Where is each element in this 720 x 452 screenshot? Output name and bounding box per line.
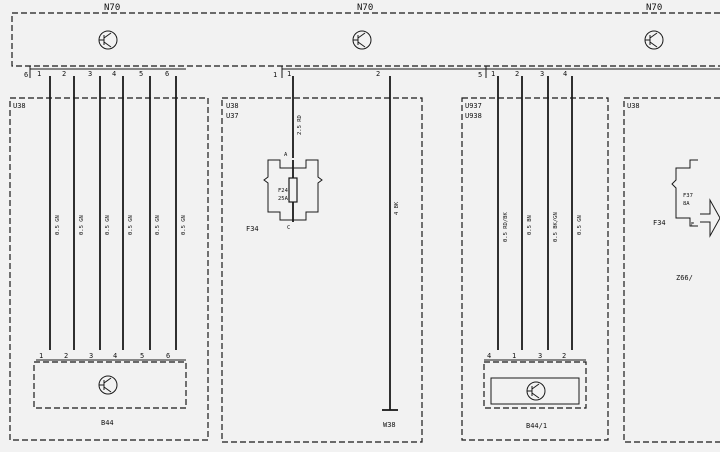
pin-label: 1 — [287, 70, 291, 78]
svg-text:5: 5 — [140, 352, 144, 360]
svg-text:0.5 BN: 0.5 BN — [527, 215, 533, 235]
transistor-icon — [352, 30, 372, 50]
arrow-right-icon — [700, 198, 720, 238]
component-b44-1-frame — [483, 361, 587, 409]
svg-text:6: 6 — [165, 70, 169, 78]
svg-text:25A: 25A — [278, 196, 289, 202]
svg-text:2: 2 — [562, 352, 566, 360]
wire-bundle-b44-1 — [497, 76, 573, 350]
svg-text:3: 3 — [538, 352, 542, 360]
svg-text:2: 2 — [515, 70, 519, 78]
svg-text:6: 6 — [166, 352, 170, 360]
panel-u38-right-frame — [623, 97, 720, 443]
svg-text:1: 1 — [512, 352, 516, 360]
svg-text:2: 2 — [62, 70, 66, 78]
n70-label-3: N70 — [646, 3, 662, 13]
transistor-icon — [644, 30, 664, 50]
svg-text:0.5 GN: 0.5 GN — [181, 215, 187, 235]
panel-id: U38 — [13, 102, 26, 110]
svg-text:0.5 GN: 0.5 GN — [155, 215, 161, 235]
svg-text:F24: F24 — [278, 188, 289, 194]
pin-labels-bottom-b44: 1 2 3 4 5 6 — [39, 352, 170, 360]
pin-labels-top-b44: 1 2 3 4 5 6 — [37, 70, 169, 78]
panel-u38-frame — [9, 97, 209, 441]
n70-label-1: N70 — [104, 3, 120, 13]
svg-text:0.5 BK/GN: 0.5 BK/GN — [553, 212, 559, 242]
svg-text:F37: F37 — [683, 193, 693, 199]
component-b44-1-body — [490, 377, 580, 405]
fuse-block-f37: F37 8A E F34 — [653, 159, 698, 228]
svg-text:1: 1 — [491, 70, 495, 78]
svg-text:0.5 GN: 0.5 GN — [105, 215, 111, 235]
svg-text:0.5 GN: 0.5 GN — [55, 215, 61, 235]
panel-u38-u37-frame — [221, 97, 423, 443]
connector-1: 1 — [273, 66, 720, 79]
svg-text:0.5 RD/BK: 0.5 RD/BK — [503, 212, 509, 242]
svg-text:8A: 8A — [683, 201, 690, 207]
connector-5: 5 — [478, 66, 487, 79]
svg-text:3: 3 — [540, 70, 544, 78]
svg-text:2: 2 — [64, 352, 68, 360]
panel-id: U38 — [226, 102, 239, 110]
fuse-block-f34: A F24 25A C F34 — [246, 152, 323, 233]
svg-text:4: 4 — [113, 352, 117, 360]
transistor-icon — [98, 375, 118, 395]
wire-label-bk: 4 BK — [394, 201, 400, 215]
pin-labels-top-b44-1: 1 2 3 4 — [491, 70, 567, 78]
panel-id: U37 — [226, 112, 239, 120]
svg-text:0.5 GN: 0.5 GN — [128, 215, 134, 235]
connector-6: 6 — [24, 66, 186, 79]
svg-text:5: 5 — [139, 70, 143, 78]
reference-label: Z66/ — [676, 274, 693, 282]
component-label-b44-1: B44/1 — [526, 422, 547, 430]
panel-id: U38 — [627, 102, 640, 110]
svg-text:3: 3 — [88, 70, 92, 78]
panel-id: U938 — [465, 112, 482, 120]
pin-labels-bottom-b44-1: 4 1 3 2 — [487, 352, 566, 360]
wire-labels-b44-1: 0.5 RD/BK 0.5 BN 0.5 BK/GN 0.5 GN — [503, 212, 583, 242]
wire-bundle-b44 — [49, 76, 177, 350]
panel-u937-frame — [461, 97, 609, 441]
svg-text:0.5 GN: 0.5 GN — [577, 215, 583, 235]
svg-text:4: 4 — [112, 70, 116, 78]
svg-text:4: 4 — [563, 70, 567, 78]
component-label-b44: B44 — [101, 419, 114, 427]
svg-text:A: A — [284, 152, 288, 158]
transistor-icon — [98, 30, 118, 50]
svg-text:F34: F34 — [653, 219, 666, 227]
component-b44-frame — [33, 361, 187, 409]
n70-frame — [11, 12, 720, 67]
transistor-icon — [526, 381, 546, 401]
svg-text:1: 1 — [273, 71, 277, 79]
svg-text:0.5 GN: 0.5 GN — [79, 215, 85, 235]
panel-id: U937 — [465, 102, 482, 110]
svg-text:E: E — [691, 222, 694, 228]
pin-label: 2 — [376, 70, 380, 78]
svg-text:5: 5 — [478, 71, 482, 79]
svg-text:C: C — [287, 225, 290, 231]
svg-text:3: 3 — [89, 352, 93, 360]
ground-label: W38 — [383, 421, 396, 429]
svg-text:4: 4 — [487, 352, 491, 360]
svg-text:6: 6 — [24, 71, 28, 79]
n70-label-2: N70 — [357, 3, 373, 13]
svg-text:F34: F34 — [246, 225, 259, 233]
svg-text:1: 1 — [37, 70, 41, 78]
svg-text:1: 1 — [39, 352, 43, 360]
wire-labels-b44: 0.5 GN 0.5 GN 0.5 GN 0.5 GN 0.5 GN 0.5 G… — [55, 215, 187, 235]
wire-label-rd: 2.5 RD — [297, 115, 303, 135]
